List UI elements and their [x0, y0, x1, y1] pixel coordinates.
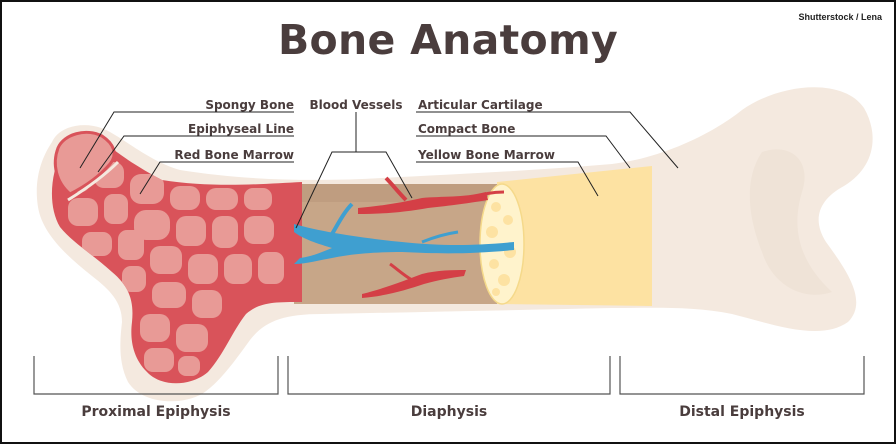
epiphyseal-line — [67, 160, 120, 202]
label-yellow-bone-marrow: Yellow Bone Marrow — [417, 148, 555, 162]
section-proximal-epiphysis: Proximal Epiphysis — [81, 404, 230, 420]
page-title: Bone Anatomy — [277, 16, 619, 64]
bracket-proximal-epiphysis — [33, 356, 279, 395]
label-red-bone-marrow: Red Bone Marrow — [174, 148, 294, 162]
proximal-spongy-bone — [51, 131, 302, 384]
section-brackets — [33, 356, 865, 395]
label-compact-bone: Compact Bone — [418, 122, 515, 136]
bracket-distal-epiphysis — [619, 356, 865, 395]
section-labels: Proximal Epiphysis Diaphysis Distal Epip… — [81, 404, 804, 420]
bracket-diaphysis — [287, 356, 611, 395]
blood-vessels — [294, 176, 514, 298]
image-credit: Shutterstock / Lena — [798, 12, 882, 22]
label-leader-lines — [79, 111, 679, 229]
label-spongy-bone: Spongy Bone — [205, 98, 294, 112]
section-distal-epiphysis: Distal Epiphysis — [679, 404, 805, 420]
label-articular-cartilage: Articular Cartilage — [418, 98, 543, 112]
section-diaphysis: Diaphysis — [411, 404, 487, 420]
label-blood-vessels: Blood Vessels — [310, 98, 403, 112]
labels: Spongy Bone Epiphyseal Line Red Bone Mar… — [174, 98, 555, 162]
label-epiphyseal-line: Epiphyseal Line — [188, 122, 294, 136]
yellow-bone-marrow — [497, 166, 652, 306]
